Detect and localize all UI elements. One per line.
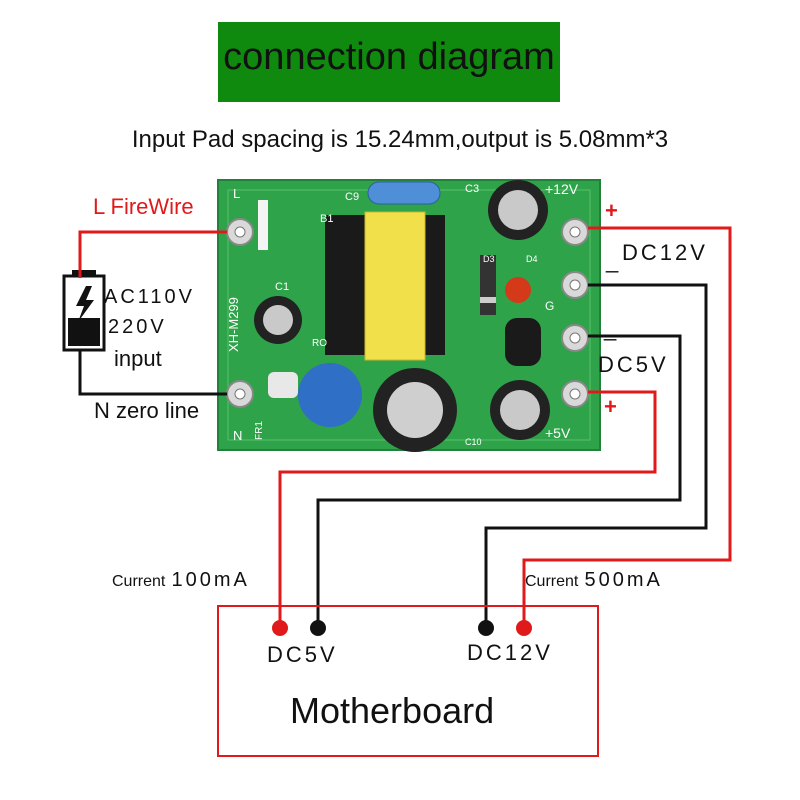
live-wire-label: L FireWire: [93, 194, 194, 219]
neutral-wire: [78, 350, 227, 396]
pad-spacing-note: Input Pad spacing is 15.24mm,output is 5…: [131, 126, 669, 153]
wire-5v-ground: [316, 334, 682, 625]
svg-text:C9: C9: [345, 191, 359, 203]
red-led: [505, 277, 531, 303]
blue-capacitor-c9: [367, 181, 441, 205]
input-label: input: [114, 346, 162, 371]
dc5-plus-sign: +: [604, 394, 617, 419]
neutral-wire-label: N zero line: [94, 398, 200, 423]
svg-text:RO: RO: [312, 338, 327, 349]
svg-text:N: N: [233, 428, 242, 443]
power-module-pcb: L N C9 C3 +12V B1 C1 D3 D4 G +5V RO C10 …: [217, 179, 601, 452]
svg-text:XH-M299: XH-M299: [226, 297, 241, 352]
motherboard-dc5-label: DC5V: [267, 642, 338, 667]
regulator-chip: [505, 318, 541, 366]
svg-text:C10: C10: [465, 437, 482, 447]
fuse-fr1: [268, 372, 298, 398]
svg-text:B1: B1: [320, 213, 333, 225]
terminal-12v-plus: [516, 620, 532, 636]
wire-12v-ground: [484, 283, 708, 625]
dc12-output-label: DC12V: [622, 240, 708, 265]
dc12-minus-sign: _: [606, 248, 619, 273]
svg-text:D4: D4: [526, 254, 538, 264]
motherboard-dc12-label: DC12V: [467, 640, 553, 665]
title-banner: [218, 22, 560, 102]
terminal-12v-ground: [478, 620, 494, 636]
svg-text:D3: D3: [483, 254, 495, 264]
terminal-5v-plus: [272, 620, 288, 636]
motherboard-box: [217, 605, 599, 757]
dc5-minus-sign: _: [604, 316, 617, 341]
dc5-output-label: DC5V: [598, 352, 669, 377]
current-value-left: 100mA: [171, 569, 250, 591]
svg-text:+5V: +5V: [545, 425, 571, 441]
current-prefix-right: Current: [525, 573, 579, 590]
svg-text:G: G: [545, 299, 554, 313]
svg-text:C3: C3: [465, 183, 479, 195]
wire-12v-plus: [522, 226, 732, 625]
current-500ma-label: Current 500mA: [525, 566, 663, 592]
svg-text:C1: C1: [275, 281, 289, 293]
ac-voltage-label-2: 220V: [108, 316, 167, 338]
current-value-right: 500mA: [584, 569, 663, 591]
svg-text:FR1: FR1: [254, 421, 265, 440]
wire-5v-plus: [278, 390, 657, 625]
live-wire: [78, 230, 227, 278]
current-prefix-left: Current: [112, 573, 166, 590]
terminal-5v-ground: [310, 620, 326, 636]
dc12-plus-sign: +: [605, 198, 618, 223]
diagram-title: connection diagram: [223, 36, 555, 78]
diode: [480, 255, 496, 315]
svg-text:+12V: +12V: [545, 181, 579, 197]
ac-voltage-label: AC110V: [104, 286, 196, 308]
blue-x-capacitor: [298, 363, 362, 427]
svg-text:L: L: [233, 186, 240, 201]
motherboard-title: Motherboard: [290, 690, 495, 731]
ac-source-icon: [62, 270, 106, 352]
current-100ma-label: Current 100mA: [112, 566, 250, 592]
